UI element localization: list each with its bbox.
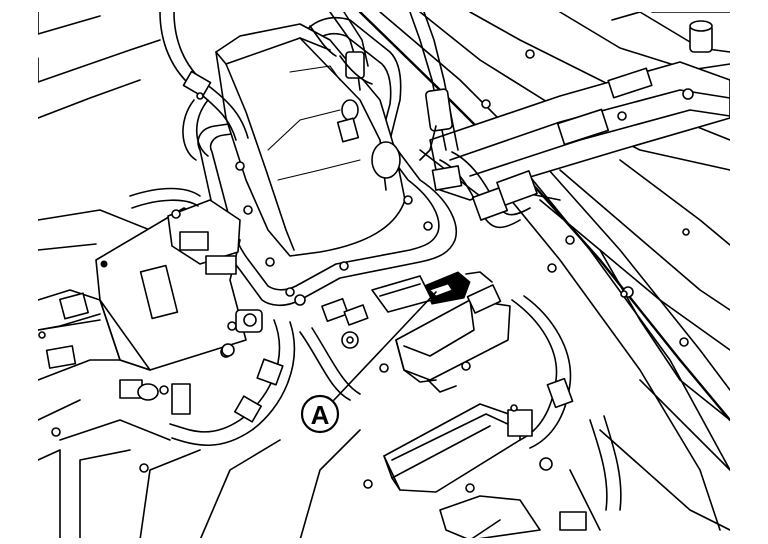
callout-circle — [300, 394, 340, 434]
callout-leader-line — [333, 291, 437, 401]
lower-module — [363, 403, 587, 541]
right-margin — [730, 0, 768, 544]
bottom-margin — [0, 538, 768, 544]
center-module — [379, 284, 511, 393]
left-control-unit — [37, 199, 263, 437]
callout-a-group: A — [300, 291, 437, 434]
left-margin — [0, 0, 38, 544]
intake-cover — [197, 17, 457, 307]
wire-harnesses — [129, 11, 622, 531]
callout-label-a: A — [311, 400, 330, 430]
top-margin — [0, 0, 768, 12]
fasteners — [139, 92, 690, 473]
